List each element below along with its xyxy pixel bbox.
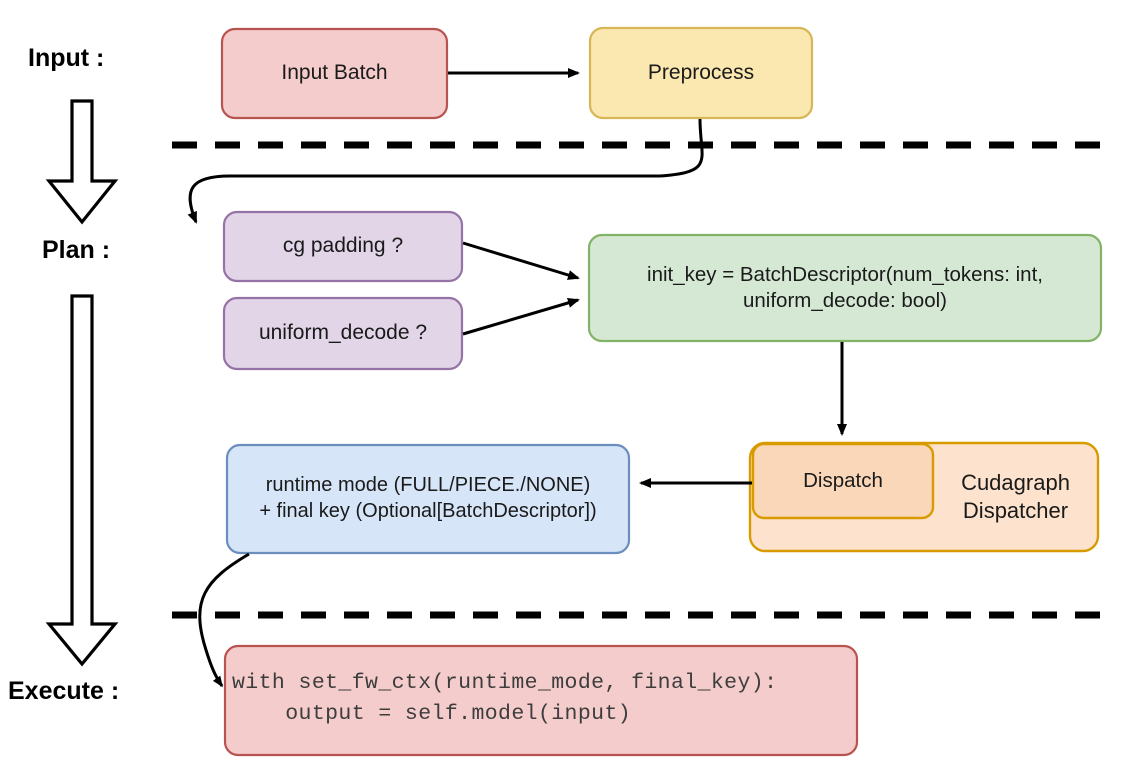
node-input-batch [220,27,449,120]
edge-cg-padding-to-init-key [462,241,580,280]
edge-preprocess-to-cg-padding [187,118,704,224]
node-runtime-mode [225,443,631,555]
node-cg-padding [222,210,464,283]
node-dispatch [751,442,935,520]
stage-label-execute: Execute : [8,677,120,705]
stage-label-input: Input : [28,44,105,72]
node-preprocess [588,26,814,120]
stage-label-plan: Plan : [42,236,111,264]
node-label-execute-code: with set_fw_ctx(runtime_mode, final_key)… [232,671,778,726]
node-uniform-decode [222,296,464,371]
edge-runtime-mode-to-execute-code [198,552,250,688]
edge-uniform-decode-to-init-key [462,298,580,336]
input-to-plan-arrow [45,99,119,225]
node-init-key [587,233,1103,343]
plan-to-execute-arrow [45,294,119,667]
node-execute-code [223,644,859,757]
